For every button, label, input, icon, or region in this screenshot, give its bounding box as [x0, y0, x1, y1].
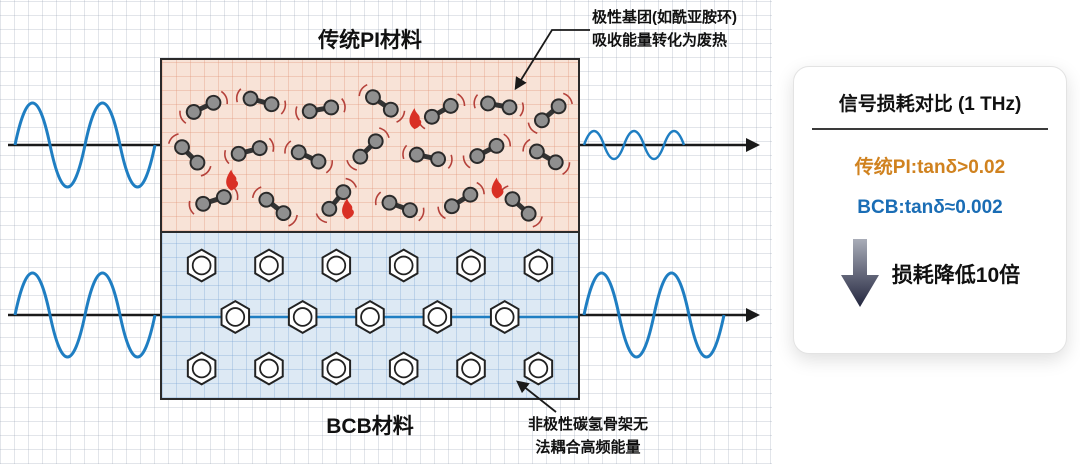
polar-molecule-icon [473, 94, 524, 116]
polar-molecule-icon [521, 139, 571, 176]
polar-molecule-icon [167, 132, 212, 177]
polar-molecule-icon [416, 93, 466, 130]
pi-annotation-line1: 极性基团(如酰亚胺环) [592, 9, 737, 26]
pi-loss-value: 传统PI:tanδ>0.02 [854, 157, 1006, 178]
bcb-material-label: BCB材料 [326, 415, 414, 438]
polar-molecule-icon [374, 191, 425, 221]
benzene-ring-icon [388, 351, 419, 386]
bcb-molecules-layer [162, 248, 578, 386]
benzene-ring-icon [254, 248, 284, 283]
benzene-ring-icon [186, 248, 217, 283]
down-arrow-icon [840, 239, 879, 307]
result-text: 损耗降低10倍 [891, 264, 1021, 287]
polar-molecule-icon [235, 88, 286, 114]
result-row: 损耗降低10倍 [794, 239, 1066, 309]
benzene-ring-icon [456, 351, 486, 386]
polar-molecule-icon [251, 186, 299, 227]
polar-molecule-icon [223, 138, 274, 164]
bcb-material-box [162, 233, 578, 398]
benzene-ring-icon [186, 351, 217, 386]
benzene-ring-icon [254, 351, 284, 386]
panel-title: 信号损耗对比 (1 THz) [812, 89, 1048, 130]
benzene-ring-icon [523, 248, 554, 283]
benzene-ring-icon [355, 300, 385, 334]
bcb-loss-value: BCB:tanδ≈0.002 [857, 197, 1003, 218]
polar-molecule-icon [295, 98, 346, 120]
polar-molecule-icon [402, 145, 453, 169]
benzene-ring-icon [523, 351, 554, 386]
pi-material-box [162, 60, 578, 233]
bcb-annotation-line1: 非极性碳氢骨架无 [527, 416, 648, 433]
polar-molecule-icon [527, 92, 574, 134]
polar-molecule-icon [358, 84, 407, 124]
bcb-annotation-line2: 法耦合高频能量 [535, 438, 641, 456]
benzene-ring-icon [220, 300, 251, 334]
benzene-ring-icon [388, 248, 419, 283]
polar-molecule-icon [283, 140, 334, 173]
pi-molecules-layer [162, 60, 578, 231]
benzene-ring-icon [456, 248, 486, 283]
pi-annotation: 极性基团(如酰亚胺环) 吸收能量转化为废热 [592, 7, 737, 52]
polar-molecule-icon [436, 181, 485, 219]
benzene-ring-icon [287, 300, 318, 334]
heat-flame-icon [226, 169, 239, 191]
polar-molecule-icon [498, 185, 544, 228]
benzene-ring-icon [422, 300, 453, 334]
bcb-annotation: 非极性碳氢骨架无 法耦合高频能量 [498, 414, 678, 459]
material-stack [160, 58, 580, 400]
benzene-ring-icon [489, 300, 520, 334]
pi-material-label: 传统PI材料 [318, 29, 422, 52]
polar-molecule-icon [346, 127, 391, 172]
heat-flame-icon [342, 198, 354, 220]
pi-annotation-line2: 吸收能量转化为废热 [592, 31, 728, 49]
polar-molecule-icon [462, 133, 512, 168]
heat-flame-icon [491, 177, 504, 199]
benzene-ring-icon [321, 351, 352, 386]
polar-molecule-icon [178, 91, 229, 124]
heat-flame-icon [409, 108, 422, 130]
signal-loss-panel: 信号损耗对比 (1 THz) 传统PI:tanδ>0.02 BCB:tanδ≈0… [793, 66, 1067, 354]
benzene-ring-icon [321, 248, 352, 283]
